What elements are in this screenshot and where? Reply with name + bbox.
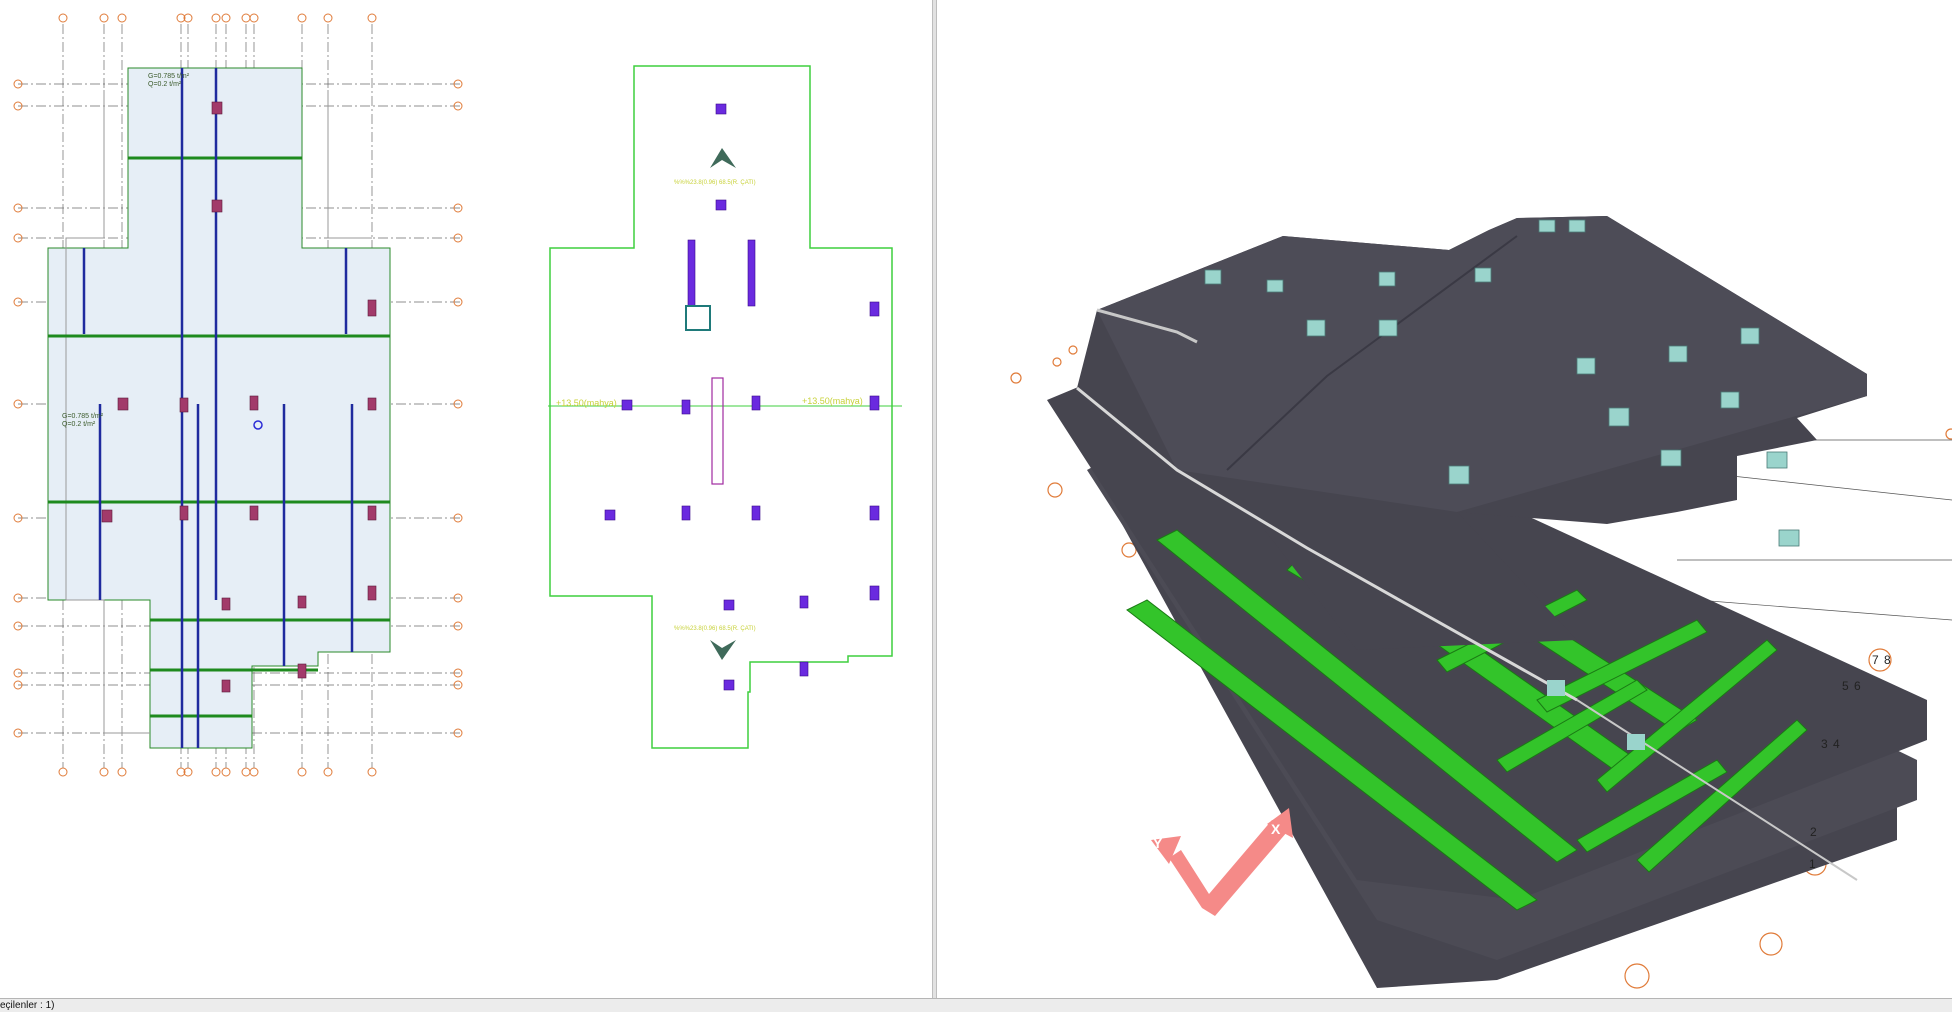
grid-bubbles <box>13 13 463 777</box>
svg-text:7: 7 <box>1872 653 1879 667</box>
status-selected-count: eçilenler : 1) <box>0 1000 55 1011</box>
3d-roof-top <box>1097 216 1867 512</box>
svg-text:Q=0.2 t/m²: Q=0.2 t/m² <box>148 81 182 88</box>
3d-roof-eave-edge <box>1096 308 1198 344</box>
svg-text:1: 1 <box>1809 857 1816 871</box>
svg-text:8: 8 <box>1884 653 1891 667</box>
roof-level-left: +13.50(mahya) <box>556 398 617 408</box>
slope-arrow-up-icon <box>710 148 736 168</box>
roof-note-bottom: %%%23.8(0.96) 68.5(R. ÇATI) <box>674 626 756 632</box>
svg-text:5: 5 <box>1842 679 1849 693</box>
plan-viewport[interactable]: G=0.785 t/m² Q=0.2 t/m² G=0.785 t/m² Q=0… <box>0 0 932 998</box>
svg-text:G=0.785 t/m²: G=0.785 t/m² <box>148 73 190 80</box>
3d-roof-edge-right <box>1576 699 1858 881</box>
arrow-label-x: X <box>1271 821 1281 837</box>
slab-load-notes: G=0.785 t/m² Q=0.2 t/m² G=0.785 t/m² Q=0… <box>62 73 190 428</box>
svg-text:Q=0.2 t/m²: Q=0.2 t/m² <box>62 421 96 428</box>
arrow-label-y: Y <box>1153 835 1163 851</box>
model-3d-drawing[interactable]: 7 8 5 6 3 4 2 1 Y X <box>937 0 1952 998</box>
roof-hatch[interactable] <box>685 305 711 331</box>
slope-arrow-down-icon <box>710 640 736 660</box>
plan-drawing[interactable]: G=0.785 t/m² Q=0.2 t/m² G=0.785 t/m² Q=0… <box>0 0 932 998</box>
svg-text:3: 3 <box>1821 737 1828 751</box>
roof-plan-outline[interactable] <box>549 65 893 749</box>
3d-roof-valley <box>1226 235 1518 471</box>
pane-splitter[interactable] <box>932 0 937 998</box>
model-3d-viewport[interactable]: 7 8 5 6 3 4 2 1 Y X <box>937 0 1952 998</box>
selection-marker-icon[interactable] <box>253 420 263 430</box>
3d-roof-ridge-edge <box>1076 386 1578 702</box>
3d-roof-columns <box>1204 219 1800 547</box>
svg-text:4: 4 <box>1833 737 1840 751</box>
svg-text:6: 6 <box>1854 679 1861 693</box>
roof-note-top: %%%23.8(0.96) 68.5(R. ÇATI) <box>674 180 756 186</box>
status-bar: eçilenler : 1) <box>0 998 1952 1012</box>
svg-text:G=0.785 t/m²: G=0.785 t/m² <box>62 413 104 420</box>
wall-outline-right <box>327 90 372 239</box>
svg-text:2: 2 <box>1810 825 1817 839</box>
3d-axis-numbers-right: 7 8 5 6 3 4 2 1 <box>1809 653 1891 871</box>
wall-outline-left <box>65 90 150 734</box>
floor-slab[interactable] <box>47 67 391 749</box>
roof-columns[interactable] <box>604 103 880 691</box>
columns-plan[interactable] <box>101 101 377 693</box>
roof-level-right: +13.50(mahya) <box>802 396 863 406</box>
view-orientation-arrows-icon[interactable] <box>1151 808 1293 916</box>
roof-opening <box>711 377 724 485</box>
3d-beam-joints <box>1547 680 1645 750</box>
